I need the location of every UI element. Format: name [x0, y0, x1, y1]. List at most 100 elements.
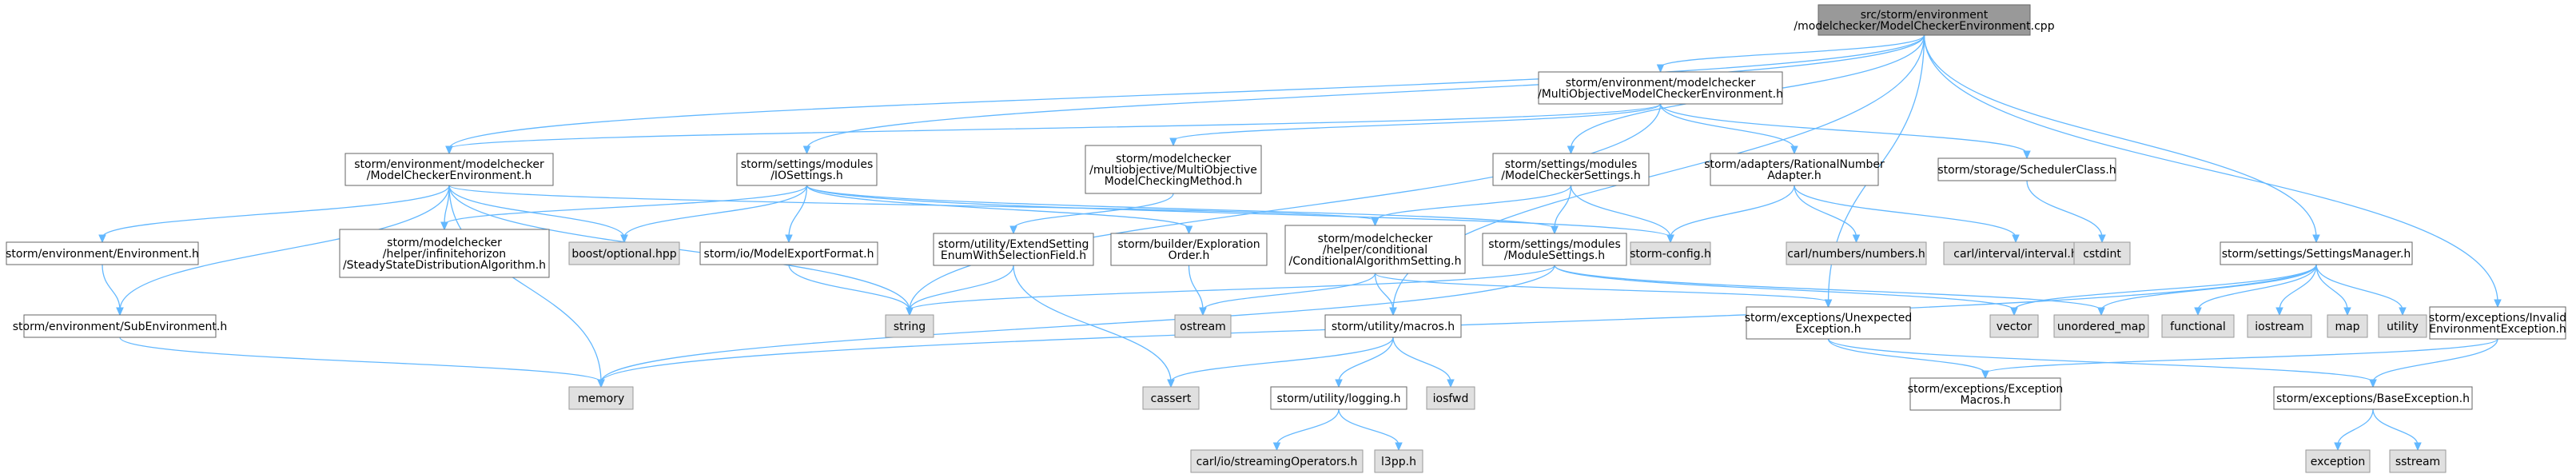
node-sub-environment[interactable]: storm/environment/SubEnvironment.h — [13, 314, 227, 338]
node-environment[interactable]: storm/environment/Environment.h — [6, 241, 199, 265]
node-label-line: /helper/conditional — [1323, 244, 1427, 257]
node-mc-env[interactable]: storm/environment/modelchecker/ModelChec… — [344, 153, 554, 186]
edge-extend_setting-to-cassert — [1013, 265, 1172, 383]
node-label-line: iostream — [2255, 321, 2304, 333]
node-label-line: /ModelCheckerSettings.h — [1501, 169, 1640, 182]
node-conditional-alg[interactable]: storm/modelchecker/helper/conditional/Co… — [1284, 225, 1466, 274]
node-label-line: memory — [578, 392, 625, 405]
node-label-line: boost/optional.hpp — [571, 248, 676, 261]
node-carl-numbers: carl/numbers/numbers.h — [1786, 241, 1927, 265]
node-label-line: storm/settings/modules — [1488, 238, 1621, 251]
arrowhead-root-to-io_settings — [802, 145, 811, 155]
node-box — [1538, 71, 1783, 105]
node-invalid-env-exc[interactable]: storm/exceptions/InvalidEnvironmentExcep… — [2429, 306, 2566, 340]
arrowhead-settings_manager-to-memory — [597, 379, 605, 388]
node-label-line: sstream — [2395, 456, 2440, 468]
node-functional: functional — [2161, 314, 2235, 338]
node-module-settings[interactable]: storm/settings/modules/ModuleSettings.h — [1482, 233, 1627, 266]
edge-rational_adapter-to-carl_numbers — [1794, 185, 1857, 238]
node-box — [2247, 314, 2312, 338]
arrowhead-invalid_env_exc-to-exception_macros — [1981, 370, 1989, 380]
node-label-line: /helper/infinitehorizon — [383, 248, 506, 261]
node-box — [1374, 449, 1423, 473]
node-base-exception[interactable]: storm/exceptions/BaseException.h — [2273, 386, 2473, 410]
node-mo-method[interactable]: storm/modelchecker/multiobjective/MultiO… — [1085, 145, 1262, 194]
node-box — [1786, 241, 1927, 265]
edge-io_settings-to-boost_optional — [623, 185, 808, 238]
edge-module_settings-to-string — [909, 265, 1555, 311]
edge-root-to-mo_env — [1659, 34, 1925, 68]
arrowhead-io_settings-to-model_export — [785, 234, 793, 244]
edge-base_exception-to-exception — [2337, 408, 2374, 446]
node-label-line: carl/io/streamingOperators.h — [1196, 456, 1358, 468]
node-box — [23, 314, 217, 338]
edge-io_settings-to-steady_state — [444, 185, 808, 225]
node-box — [1818, 4, 2031, 36]
node-box — [2389, 449, 2447, 473]
node-label-line: /multiobjective/MultiObjective — [1089, 164, 1257, 177]
node-model-export[interactable]: storm/io/ModelExportFormat.h — [699, 241, 878, 265]
node-label-line: Adapter.h — [1767, 169, 1822, 182]
node-macros[interactable]: storm/utility/macros.h — [1324, 314, 1462, 338]
node-label-line: EnvironmentException.h — [2429, 323, 2566, 336]
edge-settings_manager-to-functional — [2197, 264, 2317, 311]
node-map: map — [2327, 314, 2368, 338]
node-logging[interactable]: storm/utility/logging.h — [1270, 386, 1407, 410]
arrowhead-mo_env-to-scheduler_class — [2023, 150, 2031, 160]
edge-macros-to-logging — [1338, 337, 1394, 383]
node-label-line: storm/exceptions/Unexpected — [1745, 312, 1913, 325]
node-box — [2305, 449, 2371, 473]
arrowhead-conditional_alg-to-unexpected_exc — [1824, 299, 1833, 309]
node-box — [2053, 314, 2149, 338]
arrowhead-scheduler_class-to-cstdint — [2098, 234, 2106, 244]
edge-macros-to-cassert — [1170, 337, 1394, 383]
node-label-line: storm/utility/ExtendSetting — [938, 238, 1089, 251]
edge-mc_env-to-boost_optional — [448, 185, 625, 238]
node-label-line: storm/settings/modules — [1505, 158, 1638, 171]
arrowhead-settings_manager-to-iostream — [2275, 307, 2283, 317]
node-cassert: cassert — [1142, 386, 1200, 410]
node-settings-manager[interactable]: storm/settings/SettingsManager.h — [2220, 241, 2413, 265]
node-label-line: map — [2335, 321, 2359, 333]
edge-environment-to-sub_environment — [102, 264, 121, 311]
node-utility: utility — [2378, 314, 2427, 338]
node-label-line: ModelCheckingMethod.h — [1105, 175, 1243, 188]
edge-conditional_alg-to-macros — [1374, 273, 1394, 311]
node-label-line: storm/modelchecker — [1318, 233, 1433, 245]
edge-root-to-settings_manager — [1923, 34, 2317, 238]
node-label-line: cstdint — [2083, 248, 2121, 261]
edge-settings_manager-to-unordered_map — [2100, 264, 2317, 311]
node-label-line: storm-config.h — [1630, 248, 1711, 261]
node-label-line: storm/environment/SubEnvironment.h — [13, 321, 227, 333]
node-box — [339, 229, 550, 278]
arrowhead-root-to-mo_env — [1656, 64, 1665, 74]
node-mo-env[interactable]: storm/environment/modelchecker/MultiObje… — [1538, 71, 1783, 105]
node-box — [1710, 153, 1879, 186]
node-extend-setting[interactable]: storm/utility/ExtendSettingEnumWithSelec… — [933, 233, 1094, 266]
node-root[interactable]: src/storm/environment/modelchecker/Model… — [1794, 4, 2055, 36]
node-box — [2273, 386, 2473, 410]
arrowhead-settings_manager-to-vector — [2010, 307, 2018, 317]
node-steady-state[interactable]: storm/modelchecker/helper/infinitehorizo… — [339, 229, 550, 278]
edges-layer — [98, 34, 2502, 452]
arrowhead-conditional_alg-to-macros — [1389, 307, 1397, 317]
node-label-line: /ModelCheckerEnvironment.h — [367, 169, 532, 182]
node-scheduler-class[interactable]: storm/storage/SchedulerClass.h — [1937, 157, 2116, 181]
node-io-settings[interactable]: storm/settings/modules/IOSettings.h — [736, 153, 878, 186]
edge-settings_manager-to-vector — [2013, 264, 2317, 311]
edge-mo_env-to-string — [909, 103, 1662, 311]
arrowhead-mc_env-to-environment — [98, 234, 106, 244]
node-box — [1746, 306, 1911, 340]
arrowhead-mc_settings-to-module_settings — [1551, 225, 1559, 235]
node-label-line: storm/exceptions/Exception — [1908, 383, 2064, 396]
node-vector: vector — [1989, 314, 2039, 338]
node-box — [1142, 386, 1200, 410]
node-mc-settings[interactable]: storm/settings/modules/ModelCheckerSetti… — [1492, 153, 1650, 186]
node-label-line: Macros.h — [1961, 394, 2011, 407]
edge-conditional_alg-to-ostream — [1202, 273, 1376, 311]
node-box — [1492, 153, 1650, 186]
